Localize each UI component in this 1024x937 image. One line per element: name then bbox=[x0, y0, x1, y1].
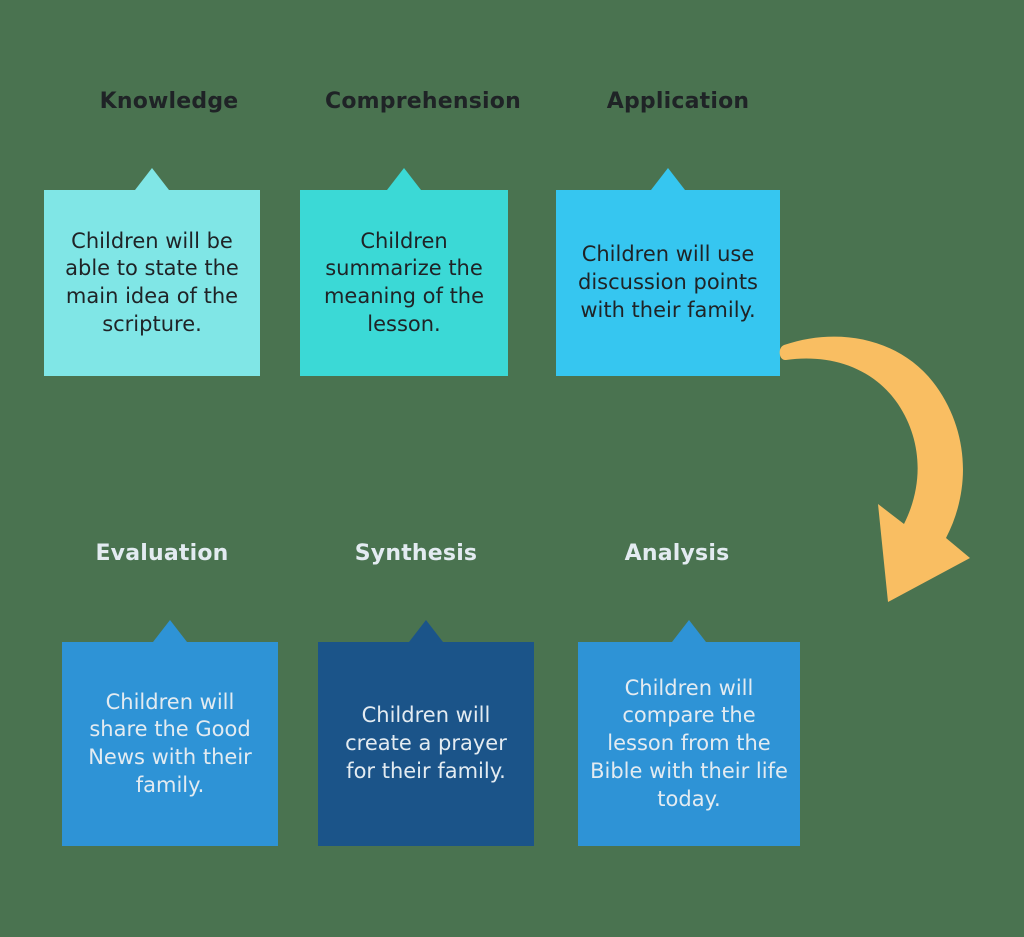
card-text-analysis: Children will compare the lesson from th… bbox=[590, 675, 788, 811]
card-body-analysis: Children will compare the lesson from th… bbox=[578, 642, 800, 846]
banner-application[interactable]: Application bbox=[540, 62, 790, 142]
card-body-knowledge: Children will be able to state the main … bbox=[44, 190, 260, 376]
banner-label-synthesis: Synthesis bbox=[354, 541, 478, 566]
card-body-evaluation: Children will share the Good News with t… bbox=[62, 642, 278, 846]
banner-comprehension[interactable]: Comprehension bbox=[286, 62, 534, 142]
card-body-comprehension: Children summarize the meaning of the le… bbox=[300, 190, 508, 376]
card-tab-analysis bbox=[672, 620, 706, 642]
banner-label-comprehension: Comprehension bbox=[325, 89, 521, 114]
card-text-comprehension: Children summarize the meaning of the le… bbox=[323, 228, 485, 336]
card-evaluation: Children will share the Good News with t… bbox=[62, 620, 278, 846]
banner-analysis[interactable]: Analysis bbox=[565, 515, 815, 593]
card-tab-evaluation bbox=[153, 620, 187, 642]
banner-knowledge[interactable]: Knowledge bbox=[30, 62, 282, 142]
flow-arrow-shape bbox=[779, 336, 970, 602]
card-application: Children will use discussion points with… bbox=[556, 168, 780, 376]
card-tab-comprehension bbox=[387, 168, 421, 190]
card-analysis: Children will compare the lesson from th… bbox=[578, 620, 800, 846]
card-tab-synthesis bbox=[409, 620, 443, 642]
card-body-synthesis: Children will create a prayer for their … bbox=[318, 642, 534, 846]
banner-label-knowledge: Knowledge bbox=[99, 89, 239, 114]
card-text-application: Children will use discussion points with… bbox=[577, 242, 758, 322]
banner-label-application: Application bbox=[606, 89, 750, 114]
banner-label-evaluation: Evaluation bbox=[95, 541, 229, 566]
card-text-synthesis: Children will create a prayer for their … bbox=[345, 703, 507, 783]
banner-synthesis[interactable]: Synthesis bbox=[308, 515, 550, 593]
card-body-application: Children will use discussion points with… bbox=[556, 190, 780, 376]
card-knowledge: Children will be able to state the main … bbox=[44, 168, 260, 376]
flow-arrow-icon bbox=[779, 336, 970, 602]
card-text-knowledge: Children will be able to state the main … bbox=[65, 228, 239, 336]
card-tab-application bbox=[651, 168, 685, 190]
banner-evaluation[interactable]: Evaluation bbox=[50, 515, 300, 593]
card-comprehension: Children summarize the meaning of the le… bbox=[300, 168, 508, 376]
card-synthesis: Children will create a prayer for their … bbox=[318, 620, 534, 846]
banner-label-analysis: Analysis bbox=[624, 541, 730, 566]
card-text-evaluation: Children will share the Good News with t… bbox=[88, 689, 252, 797]
card-tab-knowledge bbox=[135, 168, 169, 190]
